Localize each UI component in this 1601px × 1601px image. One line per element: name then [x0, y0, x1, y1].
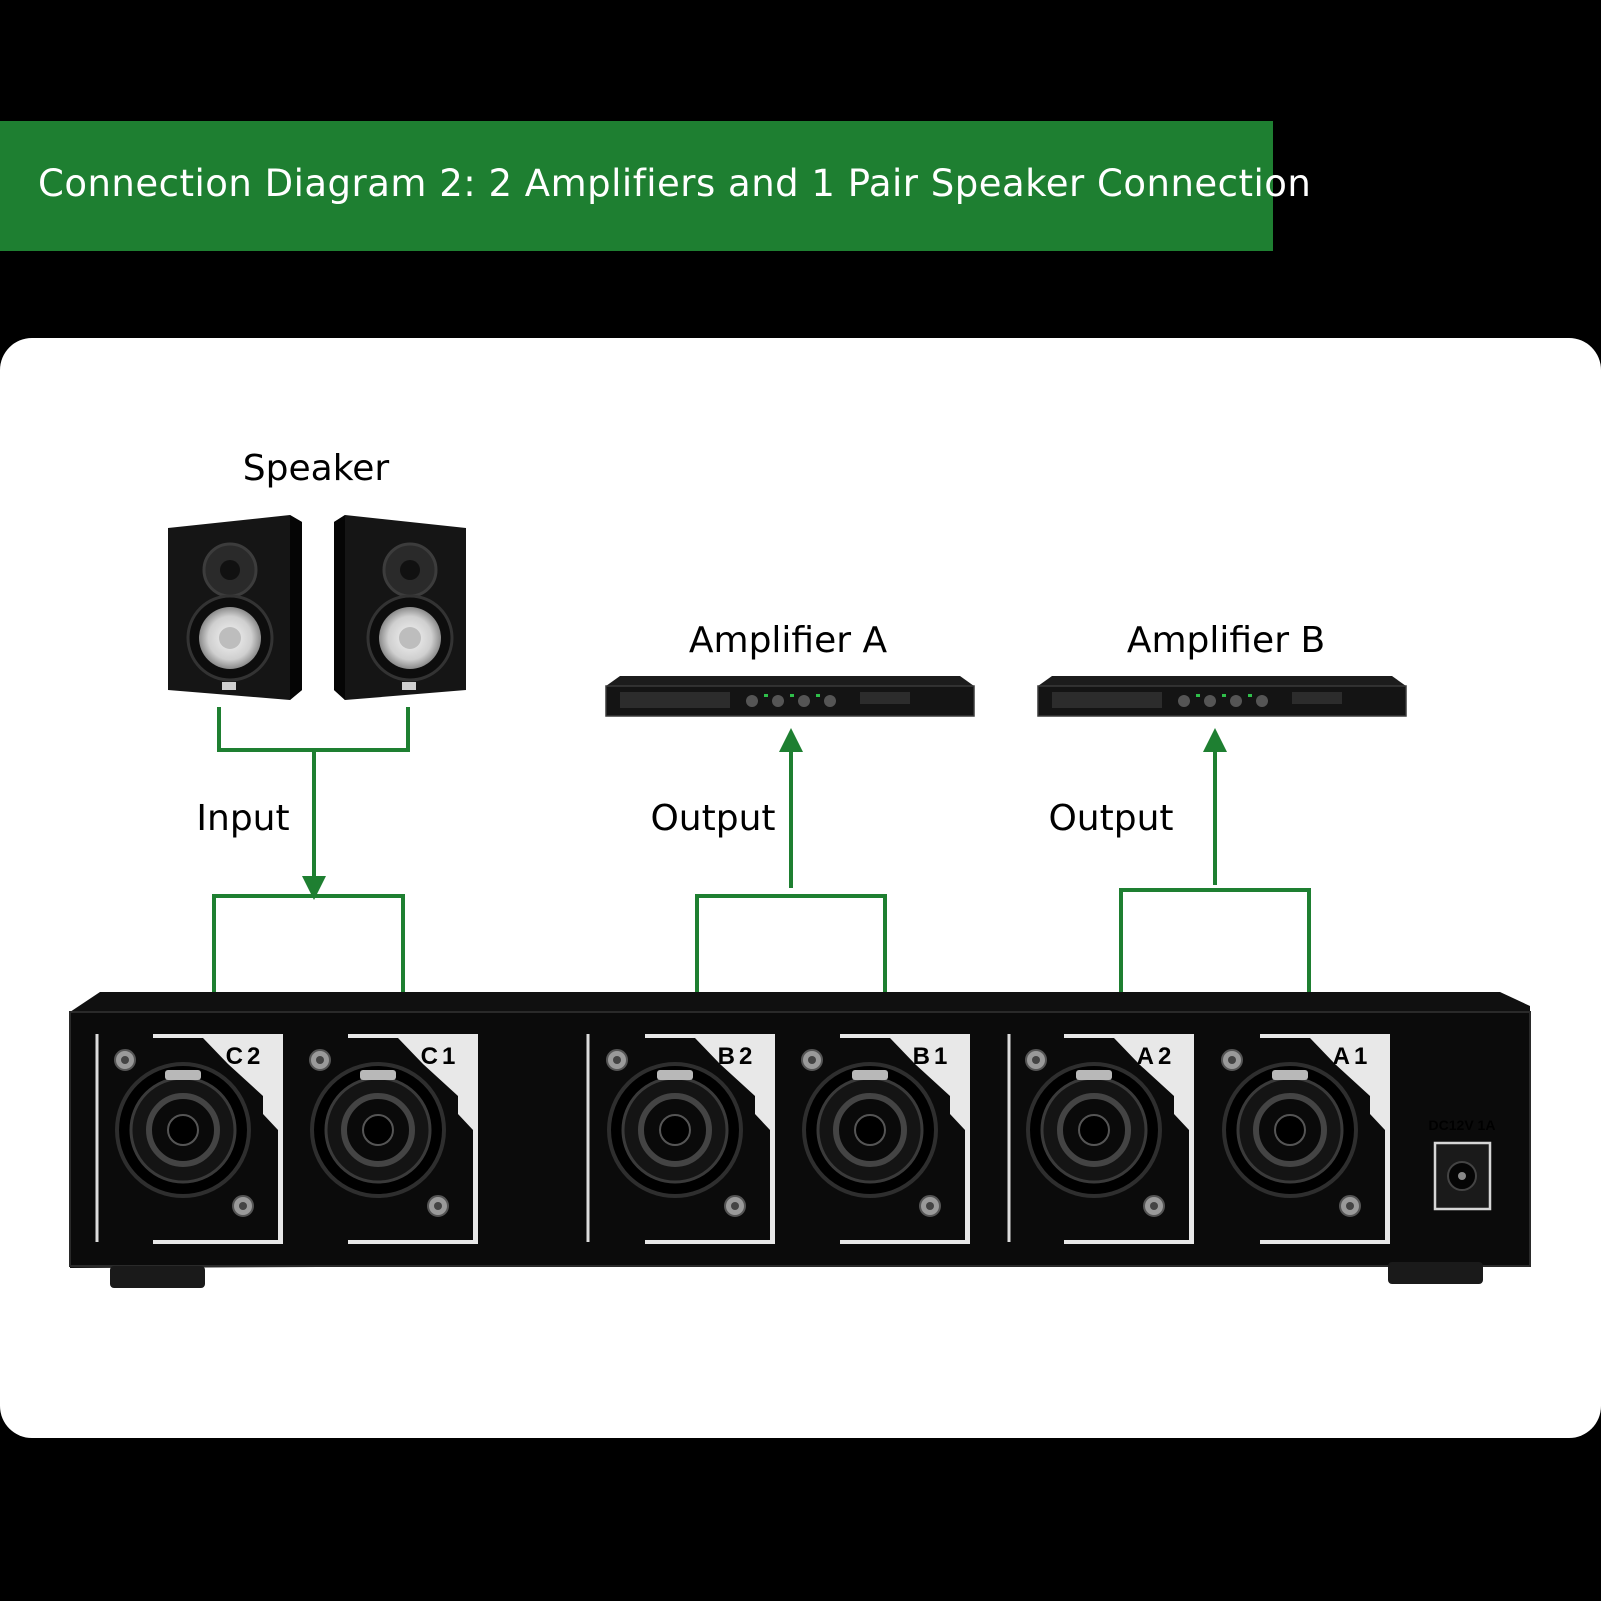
- speaker-right-icon: [334, 515, 466, 700]
- port-a1: A1: [1221, 1034, 1390, 1244]
- speaker-label: Speaker: [243, 448, 390, 489]
- device-foot-left: [110, 1266, 205, 1288]
- power-label: DC12V 1A: [1429, 1117, 1496, 1133]
- title-banner: [0, 121, 1273, 251]
- power-jack: DC12V 1A: [1429, 1117, 1496, 1211]
- port-c1: C1: [309, 1034, 478, 1244]
- port-c2: C2: [114, 1034, 283, 1244]
- output-a-label: Output: [650, 798, 775, 839]
- b-ports-bracket: [695, 894, 887, 1004]
- port-label: C2: [226, 1043, 265, 1070]
- device-foot-right: [1388, 1262, 1483, 1284]
- amplifier-a-label: Amplifier A: [689, 620, 888, 661]
- amplifier-a-icon: [605, 676, 975, 717]
- port-b1: B1: [801, 1034, 970, 1244]
- speaker-left-icon: [168, 515, 302, 700]
- port-label: A1: [1333, 1043, 1372, 1070]
- amplifier-b-label: Amplifier B: [1127, 620, 1325, 661]
- speaker-bracket: [217, 707, 410, 752]
- input-label: Input: [196, 798, 289, 839]
- a-ports-bracket: [1119, 888, 1311, 1000]
- diagram-title: Connection Diagram 2: 2 Amplifiers and 1…: [38, 162, 1312, 205]
- connection-lines: [212, 707, 1311, 1004]
- amplifier-b-icon: [1037, 676, 1407, 717]
- port-label: A2: [1137, 1043, 1176, 1070]
- port-label: B1: [913, 1043, 952, 1070]
- port-label: C1: [421, 1043, 460, 1070]
- output-b-label: Output: [1048, 798, 1173, 839]
- port-a2: A2: [1025, 1034, 1194, 1244]
- c-ports-bracket: [212, 894, 405, 1004]
- ports-group: C2 C1 B2 B1 A2 A1: [114, 1034, 1390, 1244]
- port-b2: B2: [606, 1034, 775, 1244]
- port-label: B2: [718, 1043, 757, 1070]
